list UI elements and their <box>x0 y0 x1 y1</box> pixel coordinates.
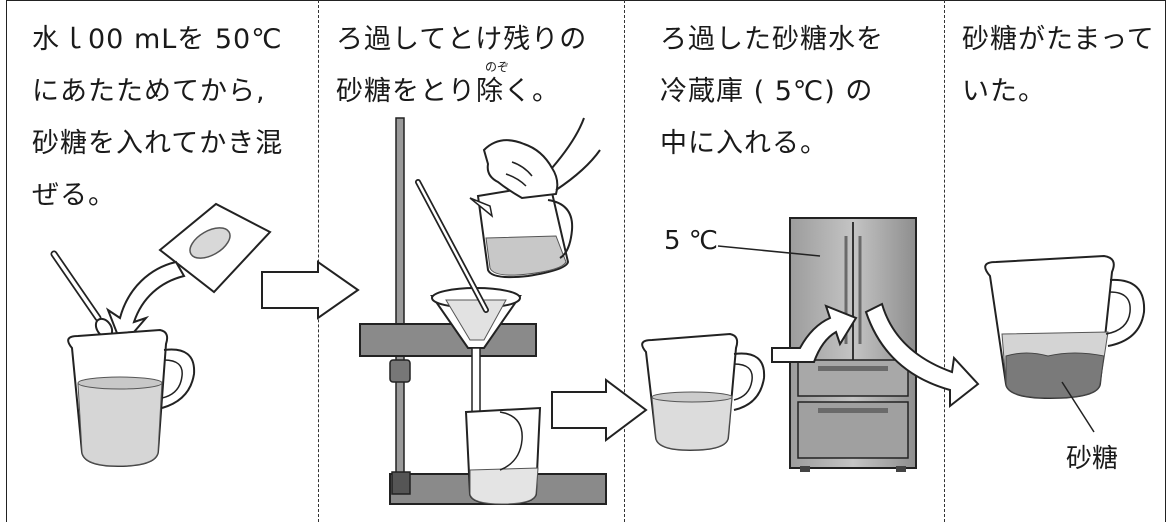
step-1-text: 水ｌ00 mLを 50℃ にあたためてから, 砂糖を入れてかき混 ぜる。 <box>32 14 283 222</box>
spoon <box>50 250 114 339</box>
step-2-line-2: 砂糖をとり除く。 <box>336 76 560 107</box>
step-3-line-1: ろ過した砂糖水を <box>660 24 884 55</box>
step-divider-2 <box>624 0 625 522</box>
step-1-line-1: 水ｌ00 mLを 50℃ <box>32 24 283 55</box>
arrow-out-of-fridge <box>864 302 980 409</box>
figure-frame <box>6 0 1166 522</box>
sugar-packet <box>158 202 272 294</box>
sugar-label: 砂糖 <box>1066 444 1119 474</box>
pouring-beaker <box>469 182 574 279</box>
step-divider-1 <box>318 0 319 522</box>
hand <box>482 117 601 200</box>
step-2-text: ろ過してとけ残りの 砂糖をとり除く。 <box>336 14 587 118</box>
step-3-line-3: 中に入れる。 <box>660 128 828 159</box>
arrow-right-1 <box>261 260 360 320</box>
beaker-4 <box>984 254 1146 400</box>
receiving-beaker <box>464 406 542 506</box>
step-divider-3 <box>944 0 945 522</box>
temp-leader-line <box>717 245 821 257</box>
step-3-line-2: 冷蔵庫 ( 5℃) の <box>660 76 874 107</box>
step-3-text: ろ過した砂糖水を 冷蔵庫 ( 5℃) の 中に入れる。 <box>660 14 884 170</box>
step-4-line-2: いた。 <box>962 76 1046 107</box>
beaker-3 <box>641 332 766 452</box>
glass-rod <box>415 179 489 313</box>
step-1-line-2: にあたためてから, <box>32 76 266 107</box>
funnel <box>430 287 522 425</box>
sugar-leader-line <box>1061 381 1095 433</box>
beaker-1 <box>67 328 196 468</box>
furigana-nozo: のぞ <box>485 60 510 74</box>
step-4-line-1: 砂糖がたまって <box>962 24 1155 55</box>
step-2-line-1: ろ過してとけ残りの <box>336 24 588 55</box>
fridge-temp-label: 5 ℃ <box>664 226 719 256</box>
step-4-text: 砂糖がたまって いた。 <box>962 14 1155 118</box>
step-1-line-3: 砂糖を入れてかき混 <box>32 128 284 159</box>
step-1-line-4: ぜる。 <box>32 180 116 211</box>
arrow-into-fridge <box>771 304 858 363</box>
arrow-right-2 <box>551 378 648 442</box>
